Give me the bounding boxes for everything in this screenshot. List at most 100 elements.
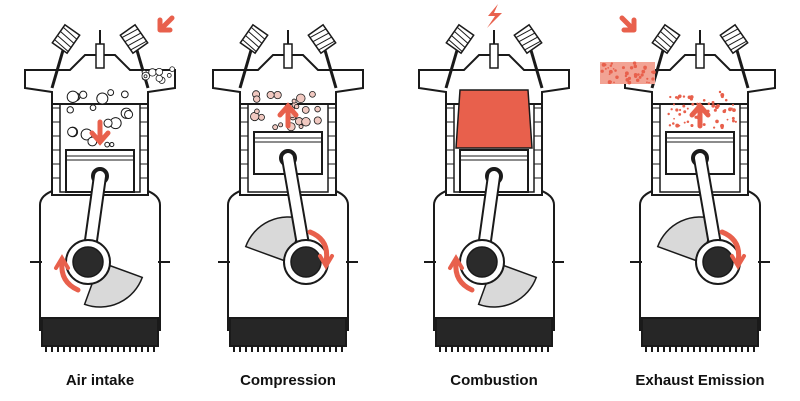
exhaust-gas-particle (627, 76, 632, 80)
piston-arrow-icon (89, 119, 111, 146)
exhaust-gas-particle (600, 69, 604, 73)
spring-coil (660, 31, 675, 44)
exhaust-gas-particle (621, 66, 625, 70)
exhaust-gas-particle (613, 81, 615, 84)
oil-sump (229, 317, 347, 347)
spring-coil (242, 39, 257, 52)
exhaust-arrow-icon (619, 15, 637, 33)
stage-panel-combustion: Combustion (394, 0, 594, 401)
valve-spring (651, 23, 681, 55)
crank-rotation-arrow-icon (719, 229, 742, 265)
spark-plug (283, 43, 293, 69)
spring-coil (448, 39, 463, 52)
stage-label-combustion: Combustion (450, 372, 538, 389)
engine-drawing (600, 15, 776, 352)
exhaust-particle (674, 96, 678, 99)
exhaust-particle (683, 110, 687, 114)
crank-rotation-arrow-icon (307, 229, 330, 265)
exhaust-gas-particle (612, 67, 615, 70)
exhaust-gas-particle (632, 61, 637, 65)
air-bubble (103, 118, 113, 128)
exhaust-particle (668, 124, 672, 127)
exhaust-particle (720, 125, 724, 130)
cylinder-head (24, 54, 176, 105)
exhaust-particle (687, 95, 692, 100)
exhaust-gas-particle (607, 67, 610, 69)
exhaust-gas-particle (648, 81, 650, 84)
exhaust-gas-particle (614, 69, 617, 72)
spring-coil (515, 28, 533, 39)
stage-panel-intake: Air intake (0, 0, 200, 401)
compressed-mixture-dot (314, 105, 321, 113)
air-bubble (104, 141, 111, 148)
exhaust-gas-particle (643, 66, 647, 70)
engine-diagram-combustion (418, 4, 570, 352)
spring-coil (62, 26, 78, 40)
spring-coil (730, 40, 747, 51)
stage-label-exhaust: Exhaust Emission (635, 372, 765, 389)
exhaust-gas-particle (607, 80, 612, 85)
spring-coil (54, 39, 69, 52)
spark-plug (489, 43, 499, 69)
compressed-mixture-dot (253, 95, 261, 103)
intake-arrow-icon (157, 15, 175, 33)
spark-icon (487, 4, 502, 28)
valve-spring (445, 23, 475, 55)
spring-coil (127, 36, 144, 47)
exhaust-gas-particle (641, 69, 646, 74)
spring-coil (318, 40, 335, 51)
exhaust-particle (690, 123, 694, 128)
exhaust-particle (713, 108, 717, 112)
exhaust-gas-particle (637, 73, 640, 76)
exhaust-particle (732, 108, 736, 113)
stage-label-compression: Compression (240, 372, 336, 389)
spring-coil (451, 35, 466, 48)
compressed-mixture-dot (278, 122, 284, 128)
crank-rotation-arrowhead (730, 254, 746, 270)
crank-rotation-arrowhead (448, 254, 464, 270)
exhaust-gas-particle (651, 77, 655, 81)
spring-coil (245, 35, 260, 48)
crank-rotation-arrow-icon (453, 259, 475, 293)
crank-rotation-arrow-icon (59, 259, 81, 293)
spring-coil (521, 36, 538, 47)
exhaust-particle (711, 104, 715, 108)
exhaust-particle (715, 119, 719, 124)
air-bubble (79, 90, 88, 99)
spring-coil (662, 26, 678, 40)
intake-air-bubble (166, 73, 172, 78)
engine-drawing (212, 23, 364, 352)
exhaust-particle (694, 115, 698, 119)
exhaust-particle (724, 98, 728, 102)
piston-arrow-icon (689, 102, 711, 129)
compressed-mixture-dot (301, 117, 311, 127)
exhaust-gas-particle (635, 78, 640, 83)
air-bubble (124, 109, 134, 120)
engine-diagram-intake (24, 15, 176, 352)
exhaust-gas-particle (604, 67, 607, 70)
air-bubble (96, 92, 109, 105)
exhaust-particle (731, 116, 735, 120)
exhaust-particle (669, 95, 672, 99)
compressed-mixture-dot (298, 124, 304, 129)
crank-pin (702, 246, 734, 278)
oil-sump (435, 317, 553, 347)
exhaust-particle (726, 118, 729, 121)
air-bubble (66, 106, 74, 114)
stage-label-intake: Air intake (65, 372, 135, 389)
engine-diagram-exhaust (600, 15, 776, 352)
spring-coil (518, 32, 536, 43)
spring-coil (121, 28, 139, 39)
engine-diagram-compression (212, 23, 364, 352)
air-bubble (66, 90, 80, 103)
exhaust-particle (728, 107, 732, 112)
exhaust-particle (672, 103, 675, 106)
crank-rotation-arrowhead (54, 254, 70, 270)
spring-coil (727, 36, 744, 47)
compressed-mixture-dot (313, 116, 322, 125)
piston-arrow-icon (483, 119, 505, 146)
intake-air-bubble (143, 74, 148, 79)
valve-spring (513, 23, 543, 55)
cylinder-head (418, 54, 570, 105)
exhaust-particle (672, 122, 675, 125)
